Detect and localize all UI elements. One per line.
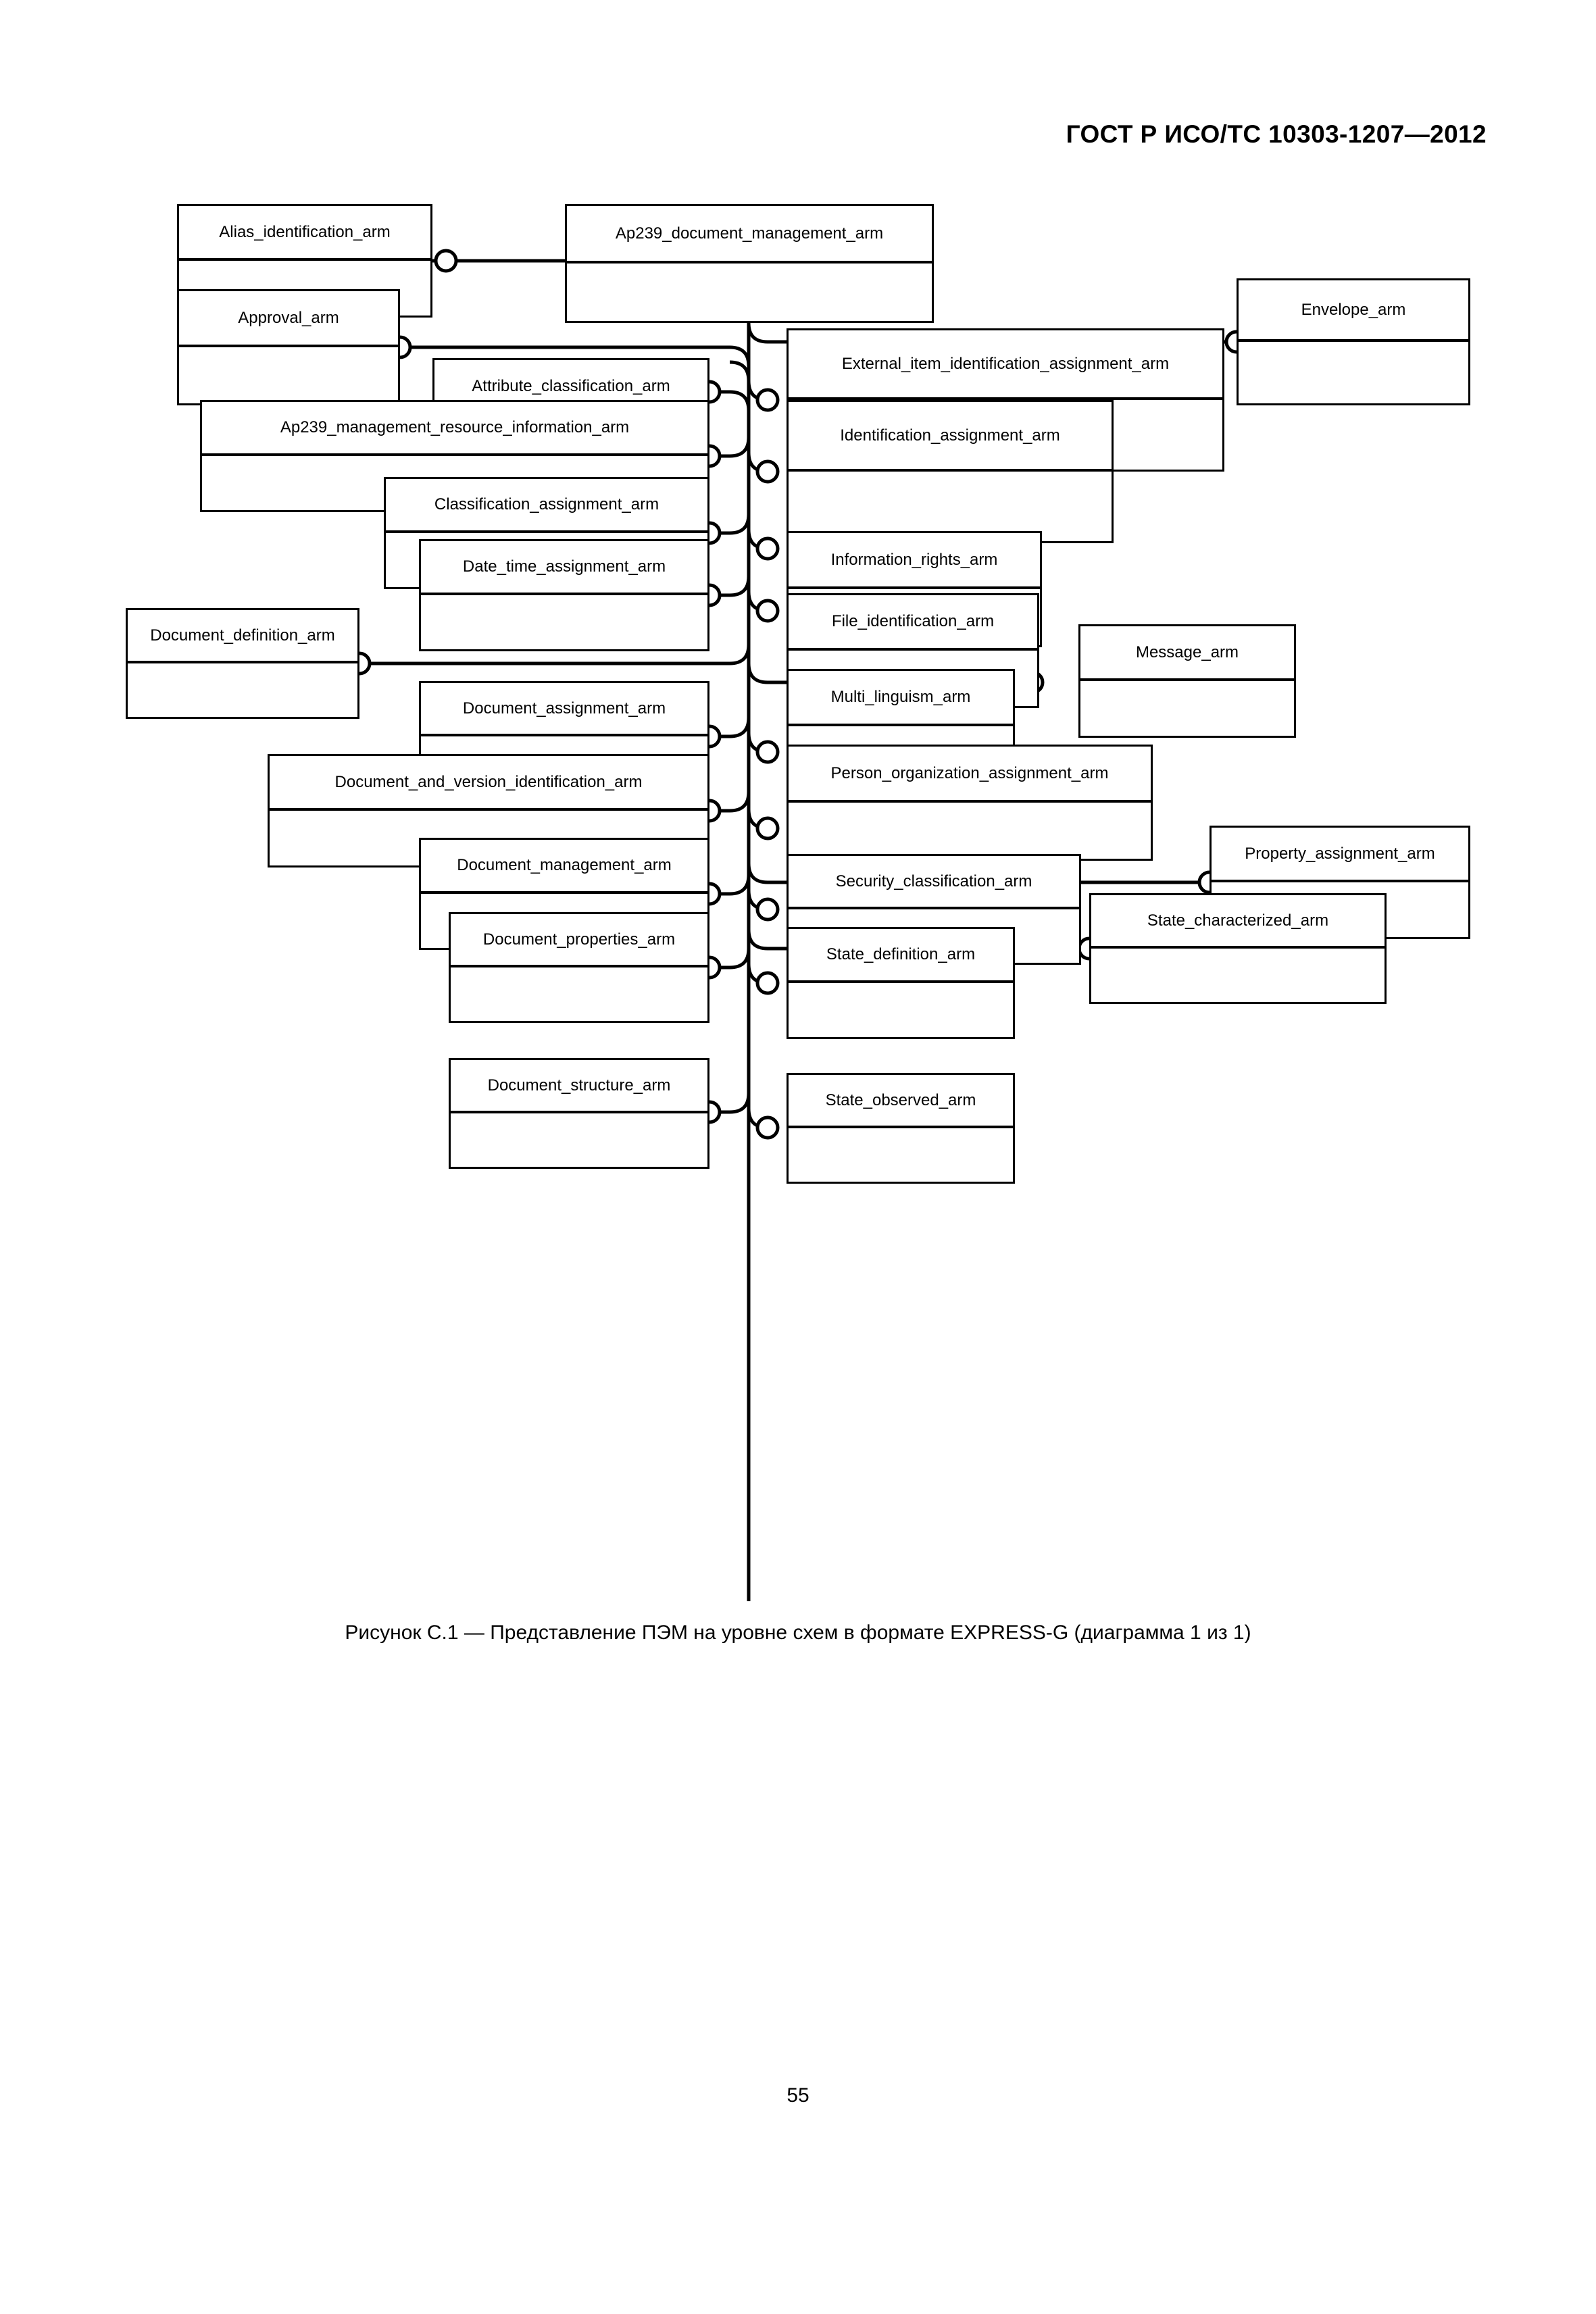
entity-label: Alias_identification_arm [219,222,391,241]
entity-header: Message_arm [1080,626,1294,681]
entity-body [128,663,357,717]
entity-header: Date_time_assignment_arm [421,541,707,595]
entity-label: Date_time_assignment_arm [462,557,666,576]
relation-circle [755,897,780,922]
entity-label: Property_assignment_arm [1245,844,1435,863]
entity-header: Property_assignment_arm [1212,828,1468,882]
entity-header: Document_assignment_arm [421,683,707,736]
entity-header: Security_classification_arm [789,856,1079,909]
entity-box-state-definition-arm[interactable]: State_definition_arm [787,927,1015,1039]
figure-caption: Рисунок С.1 — Представление ПЭМ на уровн… [345,1621,1251,1644]
relation-circle [755,536,780,561]
entity-label: Document_structure_arm [487,1076,671,1095]
entity-label: Approval_arm [238,308,339,327]
entity-header: State_observed_arm [789,1075,1013,1128]
entity-header: Document_definition_arm [128,610,357,663]
entity-header: Ap239_management_resource_information_ar… [202,402,707,456]
entity-body [567,263,932,321]
entity-box-person-organization-assignment-arm[interactable]: Person_organization_assignment_arm [787,745,1153,861]
entity-label: Message_arm [1135,643,1239,661]
entity-label: Ap239_management_resource_information_ar… [280,418,630,436]
entity-body [789,983,1013,1037]
relation-circle [434,249,458,273]
express-g-diagram: Alias_identification_arm Ap239_document_… [0,162,1596,1601]
relation-circle [755,971,780,995]
entity-header: Document_properties_arm [451,914,707,967]
entity-box-state-characterized-arm[interactable]: State_characterized_arm [1089,893,1387,1004]
entity-header: Envelope_arm [1239,280,1468,342]
entity-body [1239,342,1468,403]
entity-header: Person_organization_assignment_arm [789,747,1151,803]
entity-header: Identification_assignment_arm [789,402,1112,472]
entity-header: External_item_identification_assignment_… [789,330,1222,400]
entity-box-state-observed-arm[interactable]: State_observed_arm [787,1073,1015,1184]
entity-label: File_identification_arm [831,612,995,630]
entity-header: Document_and_version_identification_arm [270,756,707,811]
entity-body [179,347,398,403]
entity-label: Document_properties_arm [482,930,676,949]
entity-label: Document_assignment_arm [462,699,666,718]
entity-box-document-structure-arm[interactable]: Document_structure_arm [449,1058,709,1169]
entity-box-approval-arm[interactable]: Approval_arm [177,289,400,405]
entity-body [451,1113,707,1167]
entity-body [789,803,1151,859]
entity-box-document-properties-arm[interactable]: Document_properties_arm [449,912,709,1023]
entity-header: State_definition_arm [789,929,1013,983]
entity-label: State_definition_arm [826,945,976,963]
entity-header: Ap239_document_management_arm [567,206,932,263]
entity-label: State_characterized_arm [1147,911,1329,930]
entity-header: Classification_assignment_arm [386,479,707,533]
relation-circle [755,740,780,764]
entity-label: Security_classification_arm [835,872,1032,890]
entity-box-ap239-document-management-arm[interactable]: Ap239_document_management_arm [565,204,934,323]
entity-box-envelope-arm[interactable]: Envelope_arm [1237,278,1470,405]
entity-box-document-definition-arm[interactable]: Document_definition_arm [126,608,359,719]
entity-body [789,1128,1013,1182]
entity-header: Multi_linguism_arm [789,671,1013,726]
entity-header: Alias_identification_arm [179,206,430,261]
entity-label: External_item_identification_assignment_… [841,354,1170,373]
entity-label: Classification_assignment_arm [434,495,659,513]
entity-header: Approval_arm [179,291,398,347]
relation-circle [755,1115,780,1140]
entity-label: Document_management_arm [457,856,672,874]
entity-label: Document_and_version_identification_arm [334,772,643,791]
entity-label: State_observed_arm [825,1090,976,1109]
relation-circle [755,816,780,840]
entity-label: Attribute_classification_arm [472,376,670,395]
entity-label: Identification_assignment_arm [840,426,1060,445]
relation-circle [755,388,780,412]
entity-header: File_identification_arm [789,595,1037,651]
page-number: 55 [787,2084,809,2107]
entity-label: Information_rights_arm [830,550,998,569]
entity-label: Document_definition_arm [150,626,335,645]
entity-label: Multi_linguism_arm [830,688,971,706]
entity-box-identification-assignment-arm[interactable]: Identification_assignment_arm [787,400,1114,543]
entity-label: Envelope_arm [1301,300,1406,319]
entity-body [421,595,707,649]
entity-body [1080,681,1294,736]
relation-circle [755,599,780,623]
page-header-standard-ref: ГОСТ Р ИСО/ТС 10303-1207—2012 [1066,120,1487,148]
entity-body [451,967,707,1021]
entity-header: Document_structure_arm [451,1060,707,1113]
entity-body [1091,949,1385,1002]
entity-box-message-arm[interactable]: Message_arm [1078,624,1296,738]
relation-circle [755,459,780,484]
entity-header: Document_management_arm [421,840,707,894]
entity-header: State_characterized_arm [1091,895,1385,949]
entity-header: Information_rights_arm [789,533,1040,589]
entity-label: Ap239_document_management_arm [615,224,884,243]
entity-box-date-time-assignment-arm[interactable]: Date_time_assignment_arm [419,539,709,651]
entity-label: Person_organization_assignment_arm [830,763,1109,782]
